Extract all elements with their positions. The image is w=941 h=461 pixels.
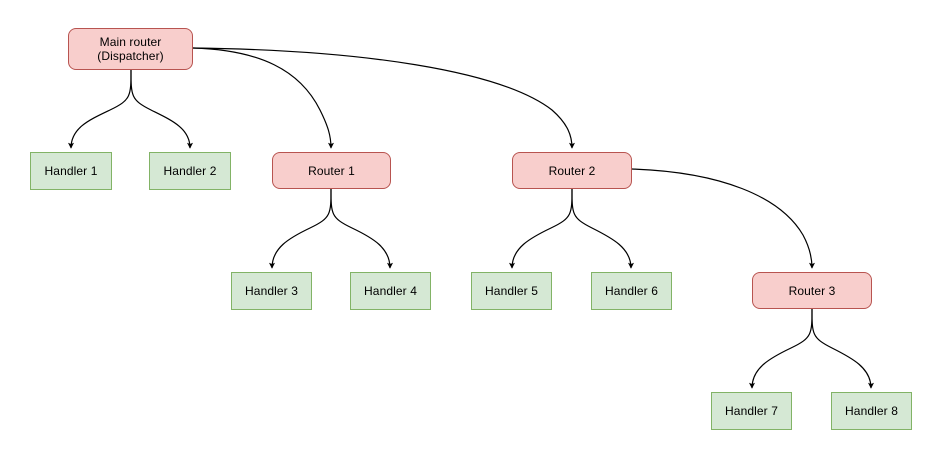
node-handler-2[interactable]: Handler 2	[149, 152, 231, 190]
node-handler-1[interactable]: Handler 1	[30, 152, 112, 190]
node-label-handler-6: Handler 6	[605, 284, 658, 298]
edge-router-2-to-handler-6	[571, 188, 634, 269]
edge-main-to-router-1	[192, 47, 334, 149]
edge-router-1-to-handler-4	[330, 188, 393, 269]
edge-main-to-router-2	[192, 47, 575, 149]
node-handler-7[interactable]: Handler 7	[711, 392, 792, 430]
edge-router-3-to-handler-8	[811, 308, 874, 389]
edge-router-3-to-handler-7	[749, 308, 813, 389]
node-label-handler-4: Handler 4	[364, 284, 417, 298]
node-label-main-router: Main router (Dispatcher)	[97, 35, 164, 63]
node-router-2[interactable]: Router 2	[512, 152, 632, 189]
node-handler-5[interactable]: Handler 5	[471, 272, 552, 310]
edge-router-2-to-router-3	[631, 168, 815, 269]
node-handler-6[interactable]: Handler 6	[591, 272, 672, 310]
edge-main-to-handler-2	[130, 69, 193, 149]
node-label-handler-1: Handler 1	[44, 164, 98, 178]
node-label-router-1: Router 1	[308, 163, 355, 178]
node-label-handler-2: Handler 2	[163, 164, 217, 178]
node-handler-3[interactable]: Handler 3	[231, 272, 312, 310]
node-main-router[interactable]: Main router (Dispatcher)	[68, 28, 193, 70]
edge-main-to-handler-1	[68, 69, 132, 149]
edge-router-1-to-handler-3	[269, 188, 332, 269]
node-label-handler-5: Handler 5	[485, 284, 538, 298]
node-handler-4[interactable]: Handler 4	[350, 272, 431, 310]
node-handler-8[interactable]: Handler 8	[831, 392, 912, 430]
node-label-handler-8: Handler 8	[845, 404, 898, 418]
node-label-router-3: Router 3	[788, 283, 836, 298]
node-label-handler-3: Handler 3	[245, 284, 298, 298]
node-router-3[interactable]: Router 3	[752, 272, 872, 309]
node-label-handler-7: Handler 7	[725, 404, 778, 418]
edge-router-2-to-handler-5	[509, 188, 573, 269]
node-label-router-2: Router 2	[548, 163, 596, 178]
node-router-1[interactable]: Router 1	[272, 152, 391, 189]
